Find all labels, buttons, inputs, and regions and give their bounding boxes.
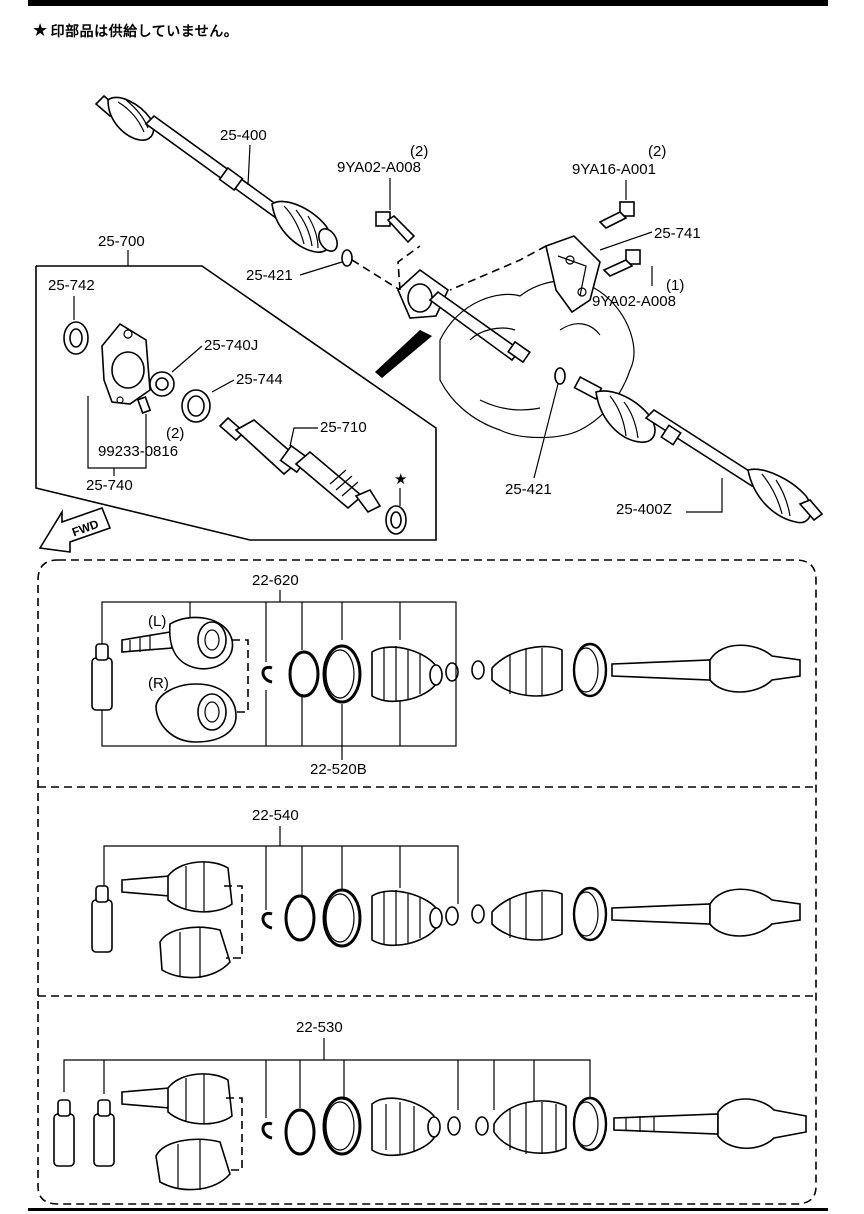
grease-tube-3a-icon[interactable]: [53, 1099, 75, 1167]
label-bracket: 25-741: [654, 225, 701, 242]
label-clip-right: 25-421: [505, 481, 552, 498]
snap-ring-right-icon[interactable]: [554, 367, 566, 385]
inner-boot-2-icon[interactable]: [491, 889, 563, 941]
label-star-mark: ★: [394, 471, 407, 488]
outer-joint-2a-icon[interactable]: [121, 861, 233, 913]
kit-frame: [37, 559, 817, 1205]
bearing-housing-icon[interactable]: [101, 322, 151, 405]
joint-shaft-icon[interactable]: [218, 416, 382, 514]
label-bolt-b-qty: (2): [648, 143, 666, 160]
bolt-a-icon[interactable]: [375, 211, 416, 244]
label-25-400: 25-400: [220, 127, 267, 144]
outer-joint-3b-icon[interactable]: [155, 1138, 231, 1191]
circlip-1-icon[interactable]: [261, 665, 273, 684]
boot-2-icon[interactable]: [371, 890, 443, 947]
top-rule: [28, 0, 828, 6]
inner-boot-1-icon[interactable]: [491, 645, 563, 697]
inner-boot-3-icon[interactable]: [493, 1100, 567, 1154]
label-25-400z: 25-400Z: [616, 501, 672, 518]
center-bearing-support[interactable]: [397, 268, 531, 364]
band-small-1-icon[interactable]: [288, 650, 320, 698]
label-25-740: 25-740: [86, 477, 133, 494]
bolt-c-icon[interactable]: [602, 249, 641, 277]
outer-joint-3a-icon[interactable]: [121, 1073, 233, 1125]
band-clip-2-icon[interactable]: [445, 904, 485, 926]
label-25-740j: 25-740J: [204, 337, 258, 354]
boot-1-icon[interactable]: [371, 646, 443, 703]
label-bolt-a: 9YA02-A008: [337, 159, 421, 176]
shaft-1-icon[interactable]: [611, 644, 801, 693]
forward-arrow-icon: FWD: [38, 506, 112, 553]
label-25-744: 25-744: [236, 371, 283, 388]
snap-ring-left-icon[interactable]: [341, 249, 353, 267]
o-ring-icon[interactable]: [385, 505, 407, 535]
circlip-3-icon[interactable]: [261, 1121, 273, 1140]
header-note-text: 印部品は供給していません。: [50, 23, 239, 39]
band-large-3-icon[interactable]: [322, 1096, 362, 1156]
label-set3: 22-530: [296, 1019, 343, 1036]
outer-joint-2b-icon[interactable]: [159, 926, 231, 979]
label-set2: 22-540: [252, 807, 299, 824]
band-clip-3-icon[interactable]: [447, 1116, 489, 1136]
label-set1-sub: 22-520B: [310, 761, 367, 778]
kit-25-700-outline: [35, 265, 437, 541]
label-bolt-c-qty: (1): [666, 277, 684, 294]
bottom-rule: [28, 1208, 828, 1211]
transaxle-outline: [439, 280, 635, 439]
grease-tube-1-icon[interactable]: [91, 643, 113, 711]
shaft-2-icon[interactable]: [611, 888, 801, 937]
boot-3-icon[interactable]: [371, 1097, 441, 1157]
drive-shaft-left[interactable]: [94, 94, 341, 254]
circlip-2-icon[interactable]: [261, 911, 273, 930]
pin-icon[interactable]: [136, 396, 152, 414]
label-bolt-b: 9YA16-A001: [572, 161, 656, 178]
dust-seal-icon[interactable]: [181, 389, 211, 423]
label-25-742: 25-742: [48, 277, 95, 294]
outer-joint-left-icon[interactable]: [121, 616, 234, 670]
band-small-2-icon[interactable]: [284, 894, 316, 942]
band-2-2-icon[interactable]: [572, 886, 608, 942]
band-small-3-icon[interactable]: [284, 1108, 316, 1156]
shaft-3-icon[interactable]: [613, 1098, 807, 1149]
band-2-1-icon[interactable]: [572, 642, 608, 698]
bracket-icon[interactable]: [545, 235, 601, 314]
header-note: ★印部品は供給していません。: [32, 20, 238, 41]
label-25-710: 25-710: [320, 419, 367, 436]
band-clip-1-icon[interactable]: [445, 660, 485, 682]
bearing-icon[interactable]: [149, 371, 175, 397]
grease-tube-3b-icon[interactable]: [93, 1099, 115, 1167]
band-large-2-icon[interactable]: [322, 888, 362, 948]
label-25-700: 25-700: [98, 233, 145, 250]
label-side-r: (R): [148, 675, 169, 692]
label-pin: 99233-0816: [98, 443, 178, 460]
band-large-1-icon[interactable]: [322, 644, 362, 704]
band-3-2-icon[interactable]: [572, 1096, 608, 1152]
label-clip-left: 25-421: [246, 267, 293, 284]
label-bolt-a-qty: (2): [410, 143, 428, 160]
bolt-b-icon[interactable]: [598, 201, 635, 229]
drive-shaft-right[interactable]: [573, 375, 824, 524]
label-set1: 22-620: [252, 572, 299, 589]
label-bolt-c: 9YA02-A008: [592, 293, 676, 310]
grease-tube-2-icon[interactable]: [91, 885, 113, 953]
label-pin-qty: (2): [166, 425, 184, 442]
outer-joint-right-icon[interactable]: [155, 683, 237, 743]
star-icon: ★: [32, 20, 49, 40]
label-side-l: (L): [148, 613, 166, 630]
seal-icon[interactable]: [63, 321, 89, 355]
